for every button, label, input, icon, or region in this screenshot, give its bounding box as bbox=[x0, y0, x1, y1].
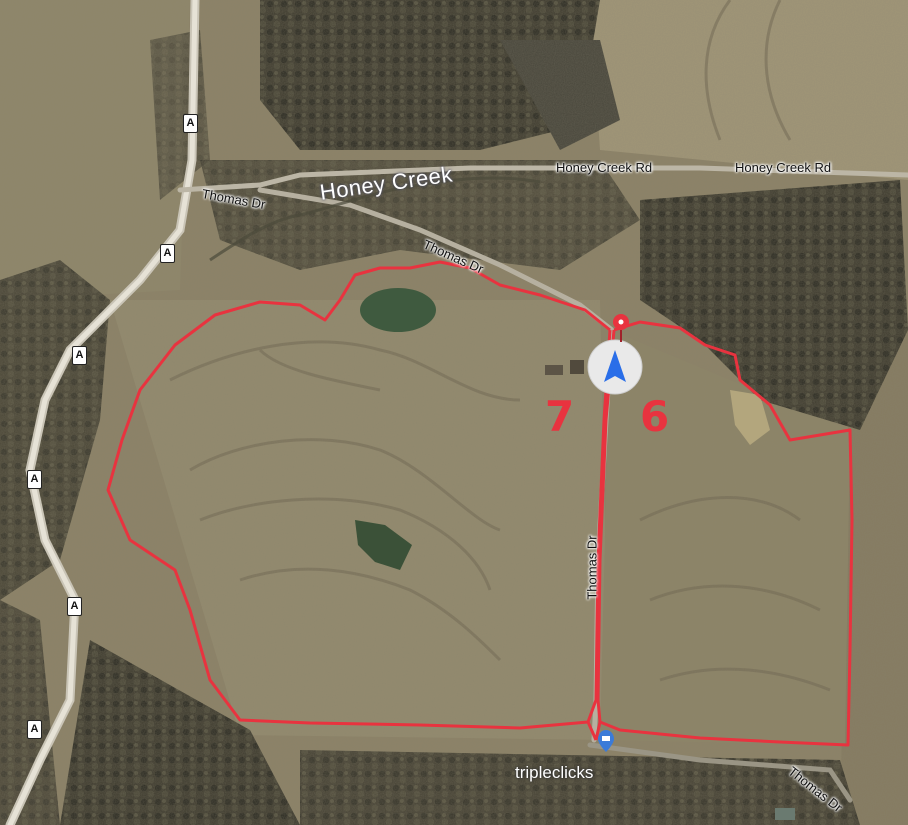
pond-north bbox=[360, 288, 436, 332]
route-a-shield: A bbox=[67, 597, 82, 616]
navigation-arrow-icon bbox=[587, 339, 643, 395]
route-a-shield: A bbox=[160, 244, 175, 263]
pond-center bbox=[355, 520, 412, 570]
place-label-tripleclicks[interactable]: tripleclicks bbox=[515, 763, 594, 782]
route-a-shield: A bbox=[183, 114, 198, 133]
creek bbox=[209, 176, 541, 262]
route-a-shield: A bbox=[27, 720, 42, 739]
honey-creek-rd-road bbox=[177, 165, 908, 193]
road-label-honey-creek-rd-1: Honey Creek Rd bbox=[556, 160, 653, 175]
parcel-7-boundary bbox=[106, 260, 612, 730]
sand-patch bbox=[730, 390, 770, 445]
parcel-6-boundary bbox=[596, 320, 854, 747]
parcel-number-7: 7 bbox=[545, 392, 575, 441]
road-label-thomas-dr-vertical: Thomas Dr bbox=[584, 535, 600, 600]
red-drop-pin-icon bbox=[613, 314, 629, 342]
parcel-number-6: 6 bbox=[640, 392, 670, 441]
place-pin-icon bbox=[598, 730, 614, 752]
road-label-honey-creek-rd-2: Honey Creek Rd bbox=[735, 160, 832, 175]
route-a-shield: A bbox=[27, 470, 42, 489]
route-a-shield: A bbox=[72, 346, 87, 365]
